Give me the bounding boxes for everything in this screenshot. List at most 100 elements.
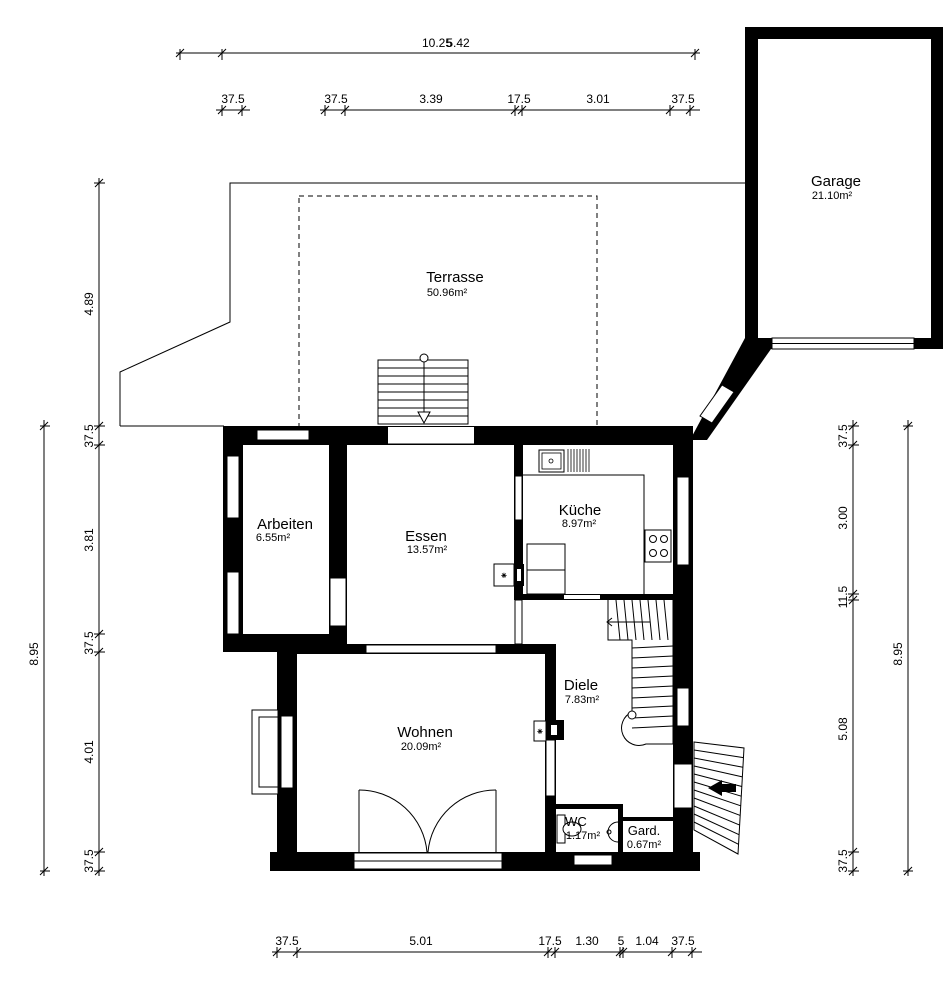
stair-tread	[631, 715, 674, 719]
room-area-diele: 7.83m²	[565, 694, 600, 706]
dim-bottom-3: 17.5	[538, 934, 562, 948]
dimension-tick	[340, 105, 350, 115]
inner-walls	[297, 445, 683, 871]
dim-left-5: 4.01	[82, 740, 96, 764]
dim-top-overall-2: 5.42	[446, 36, 470, 50]
room-area-terrasse: 50.96m²	[427, 287, 468, 299]
dimension-tick	[94, 629, 104, 639]
dim-left-4: 37.5	[82, 631, 96, 655]
stair-tread	[631, 655, 674, 659]
dim-top-5: 3.01	[586, 92, 610, 106]
dim-bottom-2: 5.01	[409, 934, 433, 948]
room-area-wohnen: 20.09m²	[401, 741, 442, 753]
stair-tread	[647, 599, 653, 641]
room-name-diele: Diele	[564, 677, 598, 694]
dimension-tick	[848, 440, 858, 450]
double-door	[358, 789, 497, 853]
stair-tread	[693, 749, 744, 759]
room-area-gard: 0.67m²	[627, 839, 662, 851]
room-name-arbeiten: Arbeiten	[257, 516, 313, 533]
stair-tread	[693, 821, 739, 845]
entrance-stairs	[693, 741, 745, 855]
dimension-tick	[685, 105, 695, 115]
chimney-icon: ⁕	[493, 563, 524, 587]
stair-tread	[693, 789, 741, 807]
room-name-garage: Garage	[811, 173, 861, 190]
stair-tread	[693, 813, 740, 836]
dim-left-2: 37.5	[82, 424, 96, 448]
stair-tread	[631, 645, 674, 649]
dimension-bottom-segments: 37.5 5.01 17.5 1.30 5 1.04 37.5	[272, 934, 702, 958]
stair-tread	[639, 599, 645, 641]
stair-tread	[623, 599, 629, 641]
kitchen-fixtures	[523, 449, 672, 595]
dim-top-4: 17.5	[507, 92, 531, 106]
dimension-tick	[848, 866, 858, 876]
windows	[226, 427, 693, 870]
stair-tread	[631, 599, 637, 641]
dimension-tick	[94, 847, 104, 857]
stair-tread	[693, 805, 740, 826]
dim-right-5: 37.5	[836, 849, 850, 873]
dim-top-1: 37.5	[221, 92, 245, 106]
room-name-wc: WC	[565, 814, 587, 829]
dimension-tick	[292, 947, 302, 957]
room-area-arbeiten: 6.55m²	[256, 532, 291, 544]
dimension-tick	[618, 947, 628, 957]
dimension-tick	[848, 421, 858, 431]
dimension-tick	[272, 947, 282, 957]
dimension-tick	[94, 647, 104, 657]
entrance-arrow-icon	[708, 780, 736, 796]
dimension-tick	[237, 105, 247, 115]
dim-bottom-5: 5	[618, 934, 625, 948]
dimension-tick	[550, 947, 560, 957]
dimension-right-segments: 37.5 3.00 11.5 5.08 37.5	[836, 420, 859, 876]
dim-top-overall-1: 10.25	[422, 36, 452, 50]
dimension-right-overall: 8.95	[891, 420, 913, 876]
dimension-top-overall: 10.25 5.42	[175, 36, 700, 60]
dimension-tick	[320, 105, 330, 115]
dimension-tick	[517, 105, 527, 115]
dim-bottom-4: 1.30	[575, 934, 599, 948]
stair-tread	[631, 665, 674, 669]
room-area-garage: 21.10m²	[812, 190, 853, 202]
stair-tread	[655, 599, 661, 641]
dim-left-1: 4.89	[82, 292, 96, 316]
room-area-kueche: 8.97m²	[562, 518, 597, 530]
stair-tread	[631, 705, 674, 709]
dimension-tick	[667, 947, 677, 957]
dim-left-3: 3.81	[82, 528, 96, 552]
room-name-terrasse: Terrasse	[426, 269, 484, 286]
chimney-icon: ⁕	[533, 720, 564, 742]
dimension-tick	[848, 589, 858, 599]
svg-text:⁕: ⁕	[500, 571, 508, 582]
room-name-wohnen: Wohnen	[397, 724, 453, 741]
dim-right-3: 11.5	[836, 585, 850, 608]
dim-right-1: 37.5	[836, 424, 850, 448]
dim-left-6: 37.5	[82, 849, 96, 873]
dim-bottom-6: 1.04	[635, 934, 659, 948]
stair-tread	[693, 757, 744, 768]
dim-bottom-1: 37.5	[275, 934, 299, 948]
dim-bottom-7: 37.5	[671, 934, 695, 948]
stair-tread	[631, 685, 674, 689]
stair-tread	[693, 797, 741, 816]
dimension-tick	[848, 595, 858, 605]
dimension-tick	[94, 421, 104, 431]
dimension-tick	[94, 178, 104, 188]
dimension-left-segments: 4.89 37.5 3.81 37.5 4.01 37.5	[82, 178, 105, 876]
room-area-wc: 1.17m²	[566, 830, 601, 842]
dimension-tick	[543, 947, 553, 957]
dim-left-overall: 8.95	[27, 642, 41, 666]
bay-window	[251, 709, 279, 795]
garage	[690, 27, 943, 440]
dimension-tick	[687, 947, 697, 957]
stair-tread	[631, 675, 674, 679]
dimension-tick	[94, 866, 104, 876]
room-labels: Garage 21.10m² Terrasse 50.96m² Arbeiten…	[256, 173, 861, 851]
stair-tread	[615, 599, 621, 641]
room-name-gard: Gard.	[628, 823, 661, 838]
dimension-tick	[94, 440, 104, 450]
dimension-tick	[510, 105, 520, 115]
